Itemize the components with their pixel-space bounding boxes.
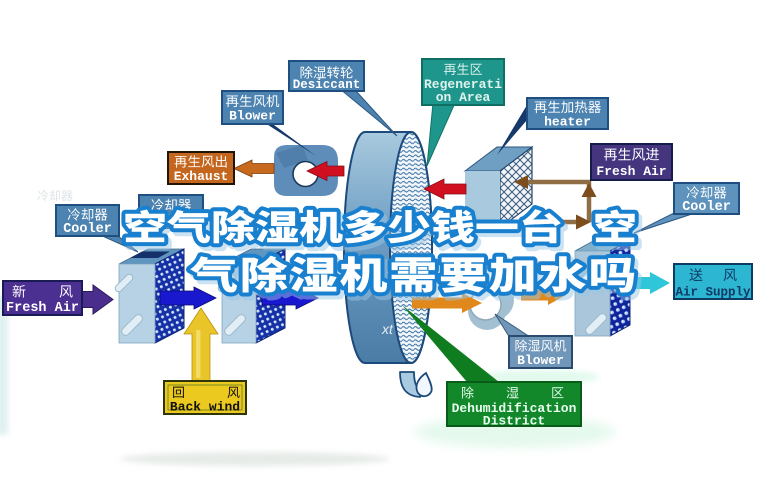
svg-text:xt: xt [381, 321, 394, 337]
svg-text:on Area: on Area [436, 90, 491, 105]
svg-text:Cooler: Cooler [63, 222, 112, 237]
svg-text:Dehumidification: Dehumidification [452, 401, 577, 416]
svg-text:Desiccant: Desiccant [293, 78, 361, 92]
svg-text:Blower: Blower [229, 109, 276, 124]
svg-text:District: District [483, 414, 545, 429]
svg-text:Exhaust: Exhaust [174, 169, 229, 184]
svg-text:Fresh Air: Fresh Air [596, 164, 666, 179]
svg-text:Blower: Blower [517, 353, 564, 368]
svg-text:Cooler: Cooler [682, 200, 731, 215]
svg-text:Air Supply: Air Supply [675, 286, 751, 300]
svg-text:Fresh Air: Fresh Air [6, 301, 79, 316]
svg-text:heater: heater [544, 115, 591, 130]
svg-text:Regenerati: Regenerati [424, 77, 502, 92]
svg-text:Back wind: Back wind [170, 400, 240, 415]
